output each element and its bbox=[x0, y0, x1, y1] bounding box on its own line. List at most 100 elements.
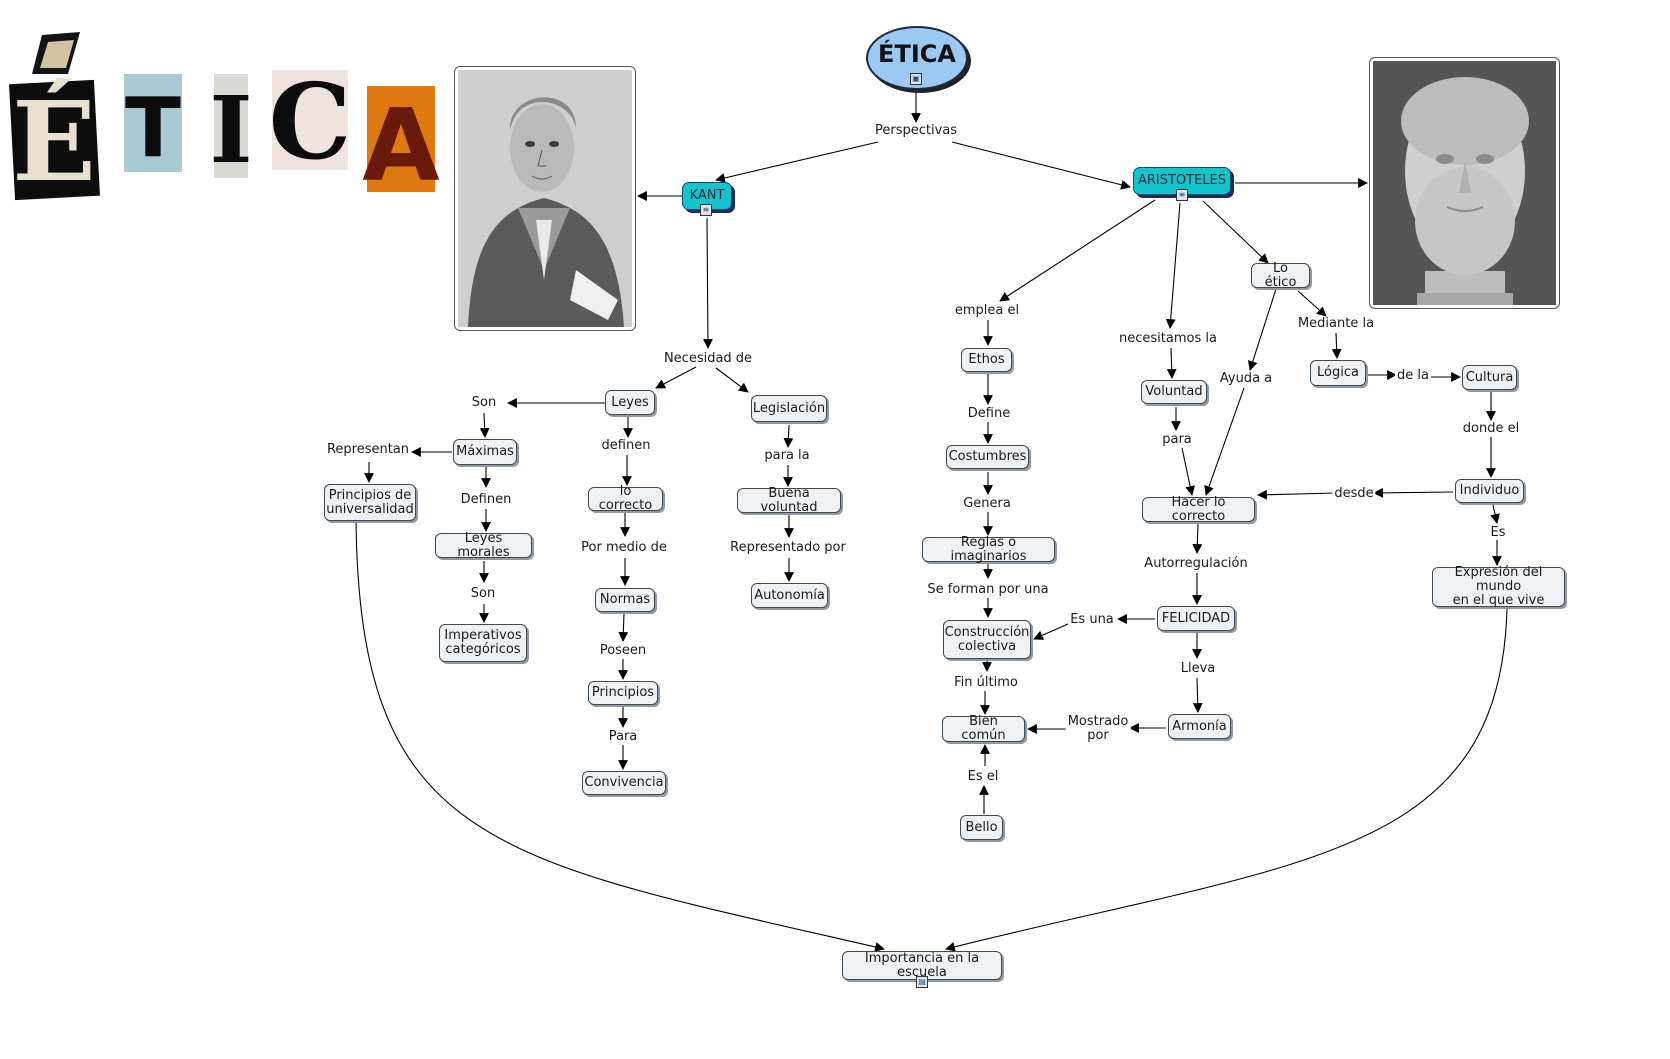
node-expresion-label: Expresión del mundo en el que vive bbox=[1452, 565, 1545, 608]
node-armonia[interactable]: Armonía bbox=[1168, 714, 1231, 739]
node-autonomia[interactable]: Autonomía bbox=[751, 583, 828, 608]
link-definen: Definen bbox=[458, 492, 514, 507]
letter-c-cutout: C bbox=[269, 60, 352, 183]
node-felicidad[interactable]: FELICIDAD bbox=[1157, 606, 1235, 631]
link-representan: Representan bbox=[324, 442, 412, 457]
node-cultura-label: Cultura bbox=[1465, 369, 1514, 385]
node-voluntad[interactable]: Voluntad bbox=[1141, 380, 1207, 404]
link-son-2: Son bbox=[468, 586, 498, 601]
node-construccion-label: Construcción colectiva bbox=[944, 624, 1030, 654]
node-principios-universalidad[interactable]: Principios de universalidad bbox=[324, 484, 416, 521]
kant-document-icon[interactable]: ≡ bbox=[700, 204, 712, 216]
node-kant-label: KANT bbox=[689, 188, 725, 203]
link-ayuda-a: Ayuda a bbox=[1217, 371, 1275, 386]
letter-t: T bbox=[125, 81, 181, 176]
link-poseen: Poseen bbox=[597, 643, 649, 658]
link-son: Son bbox=[469, 395, 499, 410]
node-logica[interactable]: Lógica bbox=[1310, 360, 1366, 386]
node-ethos-label: Ethos bbox=[968, 352, 1005, 367]
aristoteles-document-icon[interactable]: ≡ bbox=[1176, 189, 1188, 201]
node-bien-comun-label: Bien común bbox=[961, 714, 1006, 743]
node-expresion-del-mundo[interactable]: Expresión del mundo en el que vive bbox=[1432, 565, 1565, 608]
node-maximas[interactable]: Máximas bbox=[453, 439, 517, 465]
image-icon[interactable]: ▣ bbox=[910, 73, 922, 85]
link-para-voluntad: para bbox=[1160, 432, 1194, 447]
node-costumbres[interactable]: Costumbres bbox=[946, 445, 1029, 469]
node-principios-label: Principios bbox=[591, 685, 655, 700]
node-convivencia-label: Convivencia bbox=[584, 775, 664, 790]
link-genera: Genera bbox=[961, 496, 1013, 511]
link-representado-por: Representado por bbox=[728, 540, 848, 555]
node-cultura[interactable]: Cultura bbox=[1462, 365, 1517, 390]
link-necesitamos-la: necesitamos la bbox=[1117, 331, 1219, 346]
link-mostrado-por: Mostrado por bbox=[1065, 714, 1131, 743]
node-lo-correcto[interactable]: lo correcto bbox=[588, 484, 663, 513]
kant-portrait-drawing bbox=[458, 70, 632, 327]
etica-title-artwork: É T I C A bbox=[9, 32, 440, 206]
node-hacer-lo-correcto[interactable]: Hacer lo correcto bbox=[1142, 494, 1255, 524]
link-es-el: Es el bbox=[965, 769, 1001, 784]
node-ethos[interactable]: Ethos bbox=[961, 348, 1012, 372]
link-necesidad-de: Necesidad de bbox=[661, 351, 755, 366]
link-autorregulacion: Autorregulación bbox=[1142, 556, 1250, 571]
video-icon[interactable]: ▤ bbox=[916, 976, 928, 988]
root-label: ÉTICA bbox=[878, 40, 956, 68]
link-es: Es bbox=[1488, 525, 1508, 540]
link-es-una: Es una bbox=[1068, 612, 1116, 627]
node-imperativos-categoricos[interactable]: Imperativos categóricos bbox=[439, 624, 527, 662]
node-lo-correcto-label: lo correcto bbox=[598, 484, 653, 513]
node-lo-etico[interactable]: Lo ético bbox=[1251, 261, 1310, 289]
kant-portrait-image bbox=[454, 66, 636, 331]
node-logica-label: Lógica bbox=[1317, 365, 1359, 380]
letter-a-cutout: A bbox=[362, 86, 440, 204]
link-emplea-el: emplea el bbox=[952, 303, 1022, 318]
node-buena-voluntad[interactable]: Buena voluntad bbox=[737, 485, 841, 515]
node-imperativos-label: Imperativos categóricos bbox=[444, 628, 522, 657]
link-lleva: Lleva bbox=[1178, 661, 1218, 676]
node-costumbres-label: Costumbres bbox=[948, 449, 1027, 464]
letter-e: É bbox=[12, 77, 96, 206]
letter-a: A bbox=[362, 87, 439, 204]
node-normas[interactable]: Normas bbox=[595, 588, 655, 612]
node-maximas-label: Máximas bbox=[456, 444, 514, 459]
node-legislacion[interactable]: Legislación bbox=[751, 395, 827, 422]
node-leyes-morales[interactable]: Leyes morales bbox=[435, 530, 532, 560]
letter-i: I bbox=[209, 76, 252, 184]
aristotle-bust-image bbox=[1369, 57, 1560, 309]
node-construccion-colectiva[interactable]: Construcción colectiva bbox=[943, 620, 1031, 659]
node-felicidad-label: FELICIDAD bbox=[1161, 610, 1231, 626]
link-para: Para bbox=[606, 729, 640, 744]
link-de-la: de la bbox=[1395, 368, 1431, 383]
node-importancia-label: Importancia en la escuela bbox=[864, 950, 980, 980]
node-individuo[interactable]: Individuo bbox=[1455, 479, 1524, 503]
link-donde-el: donde el bbox=[1460, 421, 1522, 436]
node-autonomia-label: Autonomía bbox=[754, 587, 825, 603]
node-bien-comun[interactable]: Bien común bbox=[942, 714, 1025, 743]
node-principios-universalidad-label: Principios de universalidad bbox=[326, 487, 414, 517]
link-fin-ultimo: Fin último bbox=[952, 675, 1020, 690]
letter-i-cutout: I bbox=[209, 74, 253, 184]
node-leyes[interactable]: Leyes bbox=[605, 390, 655, 415]
node-bello-label: Bello bbox=[965, 819, 998, 835]
letter-c: C bbox=[269, 60, 352, 183]
link-se-forman-por-una: Se forman por una bbox=[925, 582, 1051, 597]
letter-t-cutout: T bbox=[124, 74, 182, 176]
node-importancia-escuela[interactable]: Importancia en la escuela bbox=[842, 951, 1002, 980]
node-buena-voluntad-label: Buena voluntad bbox=[760, 485, 818, 515]
node-individuo-label: Individuo bbox=[1459, 483, 1520, 498]
link-para-la: para la bbox=[762, 448, 812, 463]
node-leyes-label: Leyes bbox=[611, 394, 649, 410]
link-por-medio-de: Por medio de bbox=[579, 540, 669, 555]
node-principios[interactable]: Principios bbox=[588, 681, 658, 705]
link-desde: desde bbox=[1332, 486, 1376, 501]
aristotle-bust-drawing bbox=[1373, 61, 1556, 305]
node-bello[interactable]: Bello bbox=[960, 815, 1003, 840]
node-leyes-morales-label: Leyes morales bbox=[457, 530, 510, 560]
node-hacer-correcto-label: Hacer lo correcto bbox=[1171, 494, 1226, 524]
link-definen-lowercase: definen bbox=[599, 438, 653, 453]
link-perspectivas: Perspectivas bbox=[872, 123, 960, 138]
node-reglas-imaginarios[interactable]: Reglas o imaginarios bbox=[922, 535, 1055, 563]
node-convivencia[interactable]: Convivencia bbox=[582, 771, 666, 795]
